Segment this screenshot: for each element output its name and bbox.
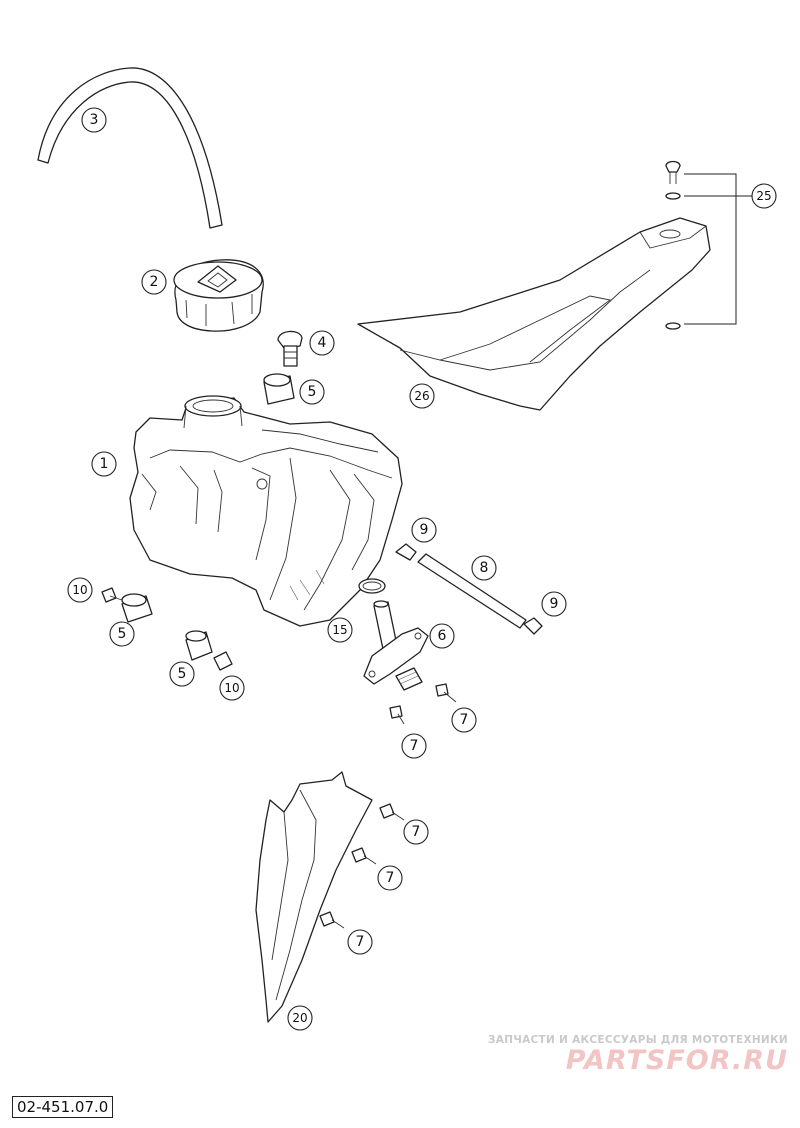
rubber-bushing-left [121, 593, 153, 623]
svg-text:9: 9 [550, 596, 559, 612]
washer-lower [665, 322, 681, 330]
callout-4: 4 [309, 330, 335, 356]
svg-text:8: 8 [480, 560, 489, 576]
watermark: ЗАПЧАСТИ И АКСЕССУАРЫ ДЛЯ МОТОТЕХНИКИ PA… [488, 1034, 788, 1076]
svg-text:3: 3 [90, 112, 99, 128]
svg-text:7: 7 [410, 738, 419, 754]
breather-hose [37, 67, 223, 229]
svg-text:25: 25 [756, 189, 771, 203]
callout-7-e: 7 [347, 929, 373, 955]
rubber-bushing-lower [185, 630, 213, 661]
seat-screw [665, 160, 681, 184]
hose-clamp-lower [523, 617, 543, 635]
svg-text:4: 4 [318, 335, 327, 351]
fuel-tank [129, 395, 403, 627]
rubber-bushing-top [263, 373, 295, 405]
svg-text:5: 5 [308, 384, 317, 400]
screw-tap-right [435, 683, 457, 703]
fuel-cap [173, 259, 264, 332]
callout-20: 20 [287, 1005, 313, 1031]
callout-10-left: 10 [67, 577, 93, 603]
svg-text:5: 5 [118, 626, 127, 642]
callout-7-b: 7 [401, 733, 427, 759]
callout-15: 15 [327, 617, 353, 643]
svg-text:15: 15 [332, 623, 347, 637]
mounting-screw-lower [213, 651, 233, 671]
svg-text:7: 7 [412, 824, 421, 840]
callout-5-lower: 5 [169, 661, 195, 687]
hose-clamp-upper [395, 543, 417, 561]
callout-2: 2 [141, 269, 167, 295]
callout-1: 1 [91, 451, 117, 477]
svg-text:20: 20 [292, 1011, 307, 1025]
callout-6: 6 [429, 623, 455, 649]
mounting-bolt [277, 330, 303, 367]
diagram-reference-number: 02-451.07.0 [12, 1096, 114, 1118]
tank-spoiler [255, 771, 373, 1023]
svg-text:6: 6 [438, 628, 447, 644]
callout-7-a: 7 [451, 707, 477, 733]
watermark-logo: PARTSFOR.RU [565, 1045, 788, 1076]
svg-text:7: 7 [356, 934, 365, 950]
seat-hardware-leader [684, 173, 752, 325]
svg-text:10: 10 [224, 681, 239, 695]
watermark-subtitle: ЗАПЧАСТИ И АКСЕССУАРЫ ДЛЯ МОТОТЕХНИКИ [488, 1034, 788, 1046]
callout-8: 8 [471, 555, 497, 581]
washer-upper [665, 192, 681, 200]
callout-10-lower: 10 [219, 675, 245, 701]
svg-text:26: 26 [414, 389, 429, 403]
callout-9-lower: 9 [541, 591, 567, 617]
seat [357, 217, 711, 411]
screw-cover-3 [319, 911, 345, 929]
callout-25: 25 [751, 183, 777, 209]
callout-5-top: 5 [299, 379, 325, 405]
screw-cover-2 [351, 847, 377, 865]
fuel-line [417, 553, 527, 629]
o-ring [358, 578, 386, 594]
svg-text:5: 5 [178, 666, 187, 682]
svg-text:7: 7 [460, 712, 469, 728]
svg-text:1: 1 [100, 456, 109, 472]
mounting-screw-left [101, 587, 123, 603]
svg-text:10: 10 [72, 583, 87, 597]
callout-3: 3 [81, 107, 107, 133]
callout-7-c: 7 [403, 819, 429, 845]
callout-7-d: 7 [377, 865, 403, 891]
screw-tap-left [389, 705, 405, 725]
callout-5-left: 5 [109, 621, 135, 647]
svg-text:7: 7 [386, 870, 395, 886]
svg-text:2: 2 [150, 274, 159, 290]
fuel-tap [363, 600, 429, 691]
svg-text:9: 9 [420, 522, 429, 538]
screw-cover-1 [379, 803, 405, 821]
callout-9-upper: 9 [411, 517, 437, 543]
callout-26: 26 [409, 383, 435, 409]
